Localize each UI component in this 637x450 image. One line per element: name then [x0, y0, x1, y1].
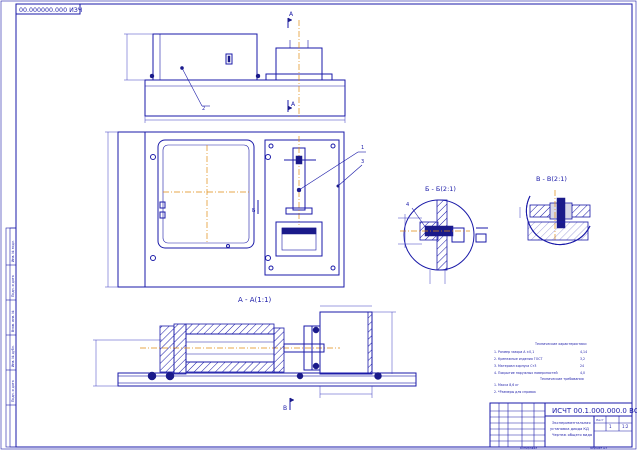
bottom-label-copied: Копировал	[520, 446, 537, 450]
tech-line-0: 1. Размер зазора А ±0,1	[494, 350, 534, 354]
side-label-4: Подп. и дата	[11, 380, 15, 402]
front-view: А А 2	[124, 11, 346, 123]
tech-value-0: 4,14	[580, 350, 587, 354]
section-a-a-label: А - А(1:1)	[238, 296, 272, 304]
section-a-a: А - А(1:1)	[93, 296, 417, 412]
title-name-line2: установка диода КД	[550, 427, 589, 431]
title-sheet-value: 1	[609, 424, 612, 429]
section-v-v-label: В - В(2:1)	[536, 175, 567, 183]
side-label-0: Инв. № подл.	[11, 240, 15, 262]
side-label-1: Подп. и дата	[11, 275, 15, 297]
tech-heading: Технические характеристики	[534, 342, 587, 346]
tech-line2-0: 1. Масса 8,6 кг	[494, 383, 519, 387]
part-leader-3: 3	[361, 159, 364, 165]
tech-value-2: 24	[580, 364, 584, 368]
drawing-frame	[15, 3, 633, 448]
tech-line-3: 4. Покрытие наружных поверхностей	[494, 371, 558, 375]
part-leader-1: 1	[361, 145, 364, 151]
title-name-line3: Чертеж общего вида	[552, 433, 592, 437]
side-label-2: Взам. инв. №	[11, 310, 15, 332]
tech-line-1: 2. Крепежные изделия ГОСТ	[494, 357, 542, 361]
left-side-stamp: Инв. № подл. Подп. и дата Взам. инв. № И…	[5, 227, 17, 448]
tech-line2-1: 2. *Размеры для справок	[494, 390, 536, 394]
title-sheet-label: Лист	[596, 418, 604, 422]
cut-marker-b-side: Б	[252, 208, 256, 214]
cut-marker-a-bottom: А	[291, 101, 296, 108]
tech-requirements: Технические характеристики 1. Размер заз…	[494, 342, 587, 394]
section-b-b-label: Б - Б(2:1)	[425, 185, 456, 193]
tech-line-2: 3. Материал корпуса Ст3	[494, 364, 536, 368]
tech-value-1: 3,2	[580, 357, 585, 361]
section-b-b: Б - Б(2:1) 4	[398, 185, 488, 284]
side-label-3: Инв. № дубл.	[11, 345, 15, 367]
cut-marker-v-bottom: В	[283, 405, 287, 412]
part-leader-4: 4	[406, 202, 409, 208]
bottom-label-format: Формат А3	[590, 446, 607, 450]
title-name-line1: Экспериментальная	[552, 421, 591, 425]
tech-heading-2: Технические требования	[539, 377, 584, 381]
title-designation: ИСЧТ 00.1.000.000.0 ВО	[552, 407, 637, 415]
section-v-v: В - В(2:1)	[519, 175, 591, 246]
plan-view: 1 3 Б	[105, 131, 366, 288]
title-block: ИСЧТ 00.1.000.000.0 ВО Экспериментальная…	[489, 402, 637, 448]
cut-marker-a-top: А	[289, 11, 294, 18]
designation-stamp: 00.000000.000 ИЗЧ	[15, 3, 82, 15]
part-leader-2: 2	[202, 106, 205, 112]
designation-stamp-text: 00.000000.000 ИЗЧ	[19, 7, 82, 14]
title-scale: 1:2	[622, 424, 629, 429]
tech-value-3: 4,0	[580, 371, 585, 375]
